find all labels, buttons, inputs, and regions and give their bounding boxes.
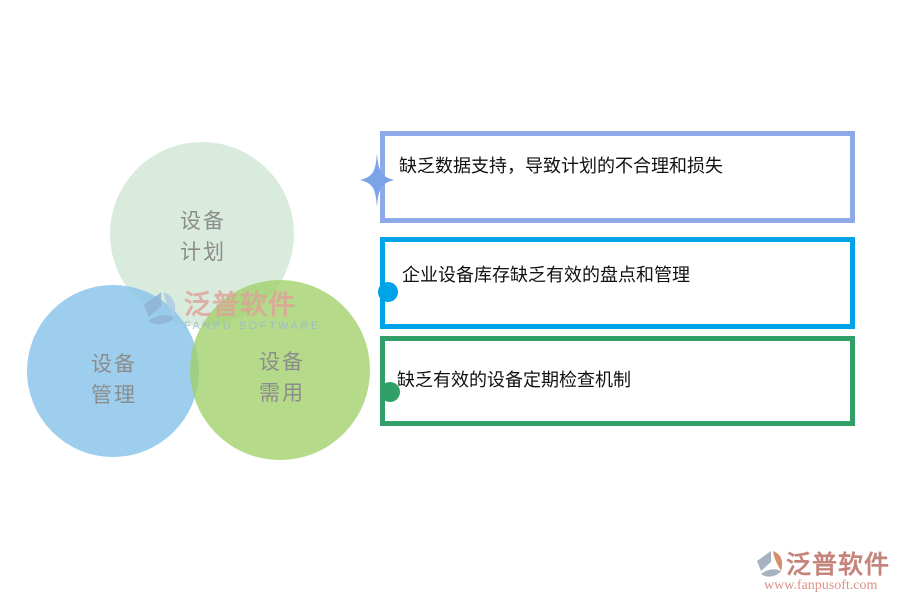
footer-brand-name: 泛普软件 [786,551,891,579]
venn-label-equipment-need: 设备 需用 [259,347,305,409]
venn-label-line: 设备 [180,210,226,233]
callout-box-data-support: 缺乏数据支持，导致计划的不合理和损失 [380,131,855,223]
callout-box-inventory: 企业设备库存缺乏有效的盘点和管理 [380,237,855,329]
four-point-star-icon [360,153,394,207]
venn-label-equipment-plan: 设备 计划 [180,206,226,268]
venn-label-line: 需用 [259,382,305,405]
watermark: 泛普软件 FANPU SOFTWARE [140,291,321,332]
callout-text: 企业设备库存缺乏有效的盘点和管理 [402,265,690,285]
callout-text: 缺乏有效的设备定期检查机制 [397,370,631,390]
blue-dot-icon [378,282,398,302]
venn-circle-equipment-need [190,280,370,460]
callout-box-inspection: 缺乏有效的设备定期检查机制 [380,336,855,426]
fanpu-logo-icon [143,292,176,325]
fanpu-logo-icon [757,551,783,577]
green-dot-icon [380,382,400,402]
watermark-latin: FANPU SOFTWARE [184,320,321,332]
watermark-brand: 泛普软件 [184,290,296,320]
venn-label-equipment-manage: 设备 管理 [91,349,137,411]
venn-label-line: 设备 [259,351,305,374]
footer-url: www.fanpusoft.com [764,578,878,593]
venn-label-line: 设备 [91,353,137,376]
callout-text: 缺乏数据支持，导致计划的不合理和损失 [399,156,723,176]
venn-circle-equipment-manage [27,285,199,457]
venn-label-line: 管理 [91,384,137,407]
venn-label-line: 计划 [180,241,226,264]
footer-brand-block: 泛普软件 www.fanpusoft.com [754,550,890,594]
